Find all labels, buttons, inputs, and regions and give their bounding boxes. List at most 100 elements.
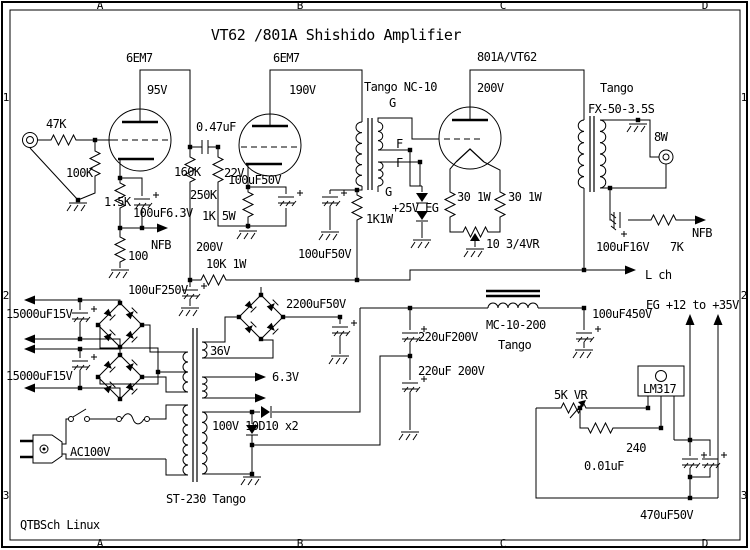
label-100v-10d10: 100V 10D10 x2 bbox=[212, 419, 298, 433]
ground-icon bbox=[236, 230, 258, 240]
label-0.47uf: 0.47uF bbox=[196, 120, 236, 134]
label-240: 240 bbox=[626, 441, 646, 455]
label-200v-plate: 200V bbox=[477, 81, 504, 95]
label-100: 100 bbox=[128, 249, 148, 263]
nc10-secondary-top-coil bbox=[377, 121, 384, 151]
cap-470uf bbox=[701, 451, 728, 469]
resistor-250k bbox=[212, 153, 224, 185]
eg-up-arrow-icon bbox=[713, 314, 723, 325]
label-mc10: MC-10-200 bbox=[486, 318, 546, 332]
bridge-rectifier-3 bbox=[237, 293, 285, 341]
label-36v: 36V bbox=[210, 344, 230, 358]
eg-supply: 2200uF50V LM317 5K VR 240 EG +12 to +35V… bbox=[202, 293, 740, 522]
resistor-1k1w bbox=[351, 191, 363, 223]
l-ch-arrow-icon bbox=[625, 265, 636, 275]
resistor-7k bbox=[647, 214, 679, 226]
resistor-30-1w-right bbox=[494, 188, 506, 220]
label-lm317: LM317 bbox=[643, 382, 676, 396]
row-3-right: 3 bbox=[741, 489, 748, 502]
driver-stage: 0.47uF 160K 22V 250K 6EM7 190V 100uF50V … bbox=[174, 51, 363, 278]
pot-wiper-arrow-icon bbox=[578, 400, 586, 407]
label-220uf-b: 220uF 200V bbox=[418, 364, 485, 378]
label-200v-rail: 200V bbox=[196, 240, 223, 254]
row-2-right: 2 bbox=[741, 289, 748, 302]
ground-icon bbox=[178, 307, 200, 317]
ground-icon bbox=[66, 202, 88, 212]
col-d-top: D bbox=[702, 0, 709, 12]
input-jack-icon bbox=[22, 132, 38, 148]
label-7k: 7K bbox=[670, 240, 685, 254]
label-100uf50v-b: 100uF50V bbox=[298, 247, 351, 261]
st230-36v-winding bbox=[201, 341, 208, 359]
resistor-30-1w-left bbox=[444, 188, 456, 220]
col-c-top: C bbox=[500, 0, 507, 12]
heater-out-arrow-icon bbox=[24, 334, 35, 344]
label-30-1w-b: 30 1W bbox=[508, 190, 542, 204]
label-10k1w: 10K 1W bbox=[206, 257, 247, 271]
label-15000uf-a: 15000uF15V bbox=[6, 307, 73, 321]
resistor-240 bbox=[585, 422, 617, 434]
label-190v: 190V bbox=[289, 83, 316, 97]
ground-icon bbox=[626, 123, 648, 133]
col-c-bottom: C bbox=[500, 537, 507, 550]
ground-icon bbox=[318, 231, 340, 241]
app-name: QTBSch Linux bbox=[20, 518, 100, 532]
row-2-left: 2 bbox=[3, 289, 10, 302]
cap-0.01uf bbox=[681, 451, 708, 469]
nc10-primary-coil bbox=[355, 121, 363, 187]
col-b-bottom: B bbox=[297, 537, 304, 550]
cap-100uf50v-a bbox=[277, 189, 304, 207]
output-transformer: Tango FX-50-3.5S 8W 100uF16V 7K NFB 100u… bbox=[572, 81, 713, 359]
ground-icon bbox=[108, 269, 130, 279]
resistor-1k-5w bbox=[242, 188, 254, 220]
label-10-vr: 10 3/4VR bbox=[486, 237, 540, 251]
fx50-primary-coil bbox=[577, 119, 585, 189]
ground-icon bbox=[572, 349, 594, 359]
st230-heater-winding bbox=[182, 351, 189, 393]
row-3-left: 3 bbox=[3, 489, 10, 502]
label-250k: 250K bbox=[190, 188, 218, 202]
st230-6.3v-winding bbox=[201, 376, 208, 399]
label-tube2: 6EM7 bbox=[273, 51, 300, 65]
eg-up-arrow-icon bbox=[685, 314, 695, 325]
lm317-hole-icon bbox=[655, 370, 667, 382]
label-nfb-1: NFB bbox=[151, 238, 171, 252]
label-g-bottom: G bbox=[385, 185, 392, 199]
nc10-secondary-bottom-coil bbox=[377, 161, 384, 187]
label-g-top: G bbox=[389, 96, 396, 110]
label-22v: 22V bbox=[224, 166, 244, 180]
doubler-diode-series bbox=[260, 405, 272, 419]
pot-wiper-arrow-icon bbox=[470, 233, 480, 241]
label-25v-eg: +25V EG bbox=[392, 201, 439, 215]
output-tube: 801A/VT62 200V 30 1W 30 1W 10 3/4VR bbox=[438, 50, 585, 258]
label-100k: 100K bbox=[66, 166, 94, 180]
label-8w: 8W bbox=[654, 130, 669, 144]
cap-0.47uf bbox=[201, 140, 209, 154]
label-95v: 95V bbox=[147, 83, 167, 97]
heater-supply: 15000uF15V 15000uF15V bbox=[6, 295, 188, 402]
col-a-top: A bbox=[97, 0, 104, 12]
power-switch-icon bbox=[68, 416, 74, 422]
label-5k-vr: 5K VR bbox=[554, 388, 588, 402]
heater-out-arrow-icon bbox=[24, 295, 35, 305]
ground-icon bbox=[328, 355, 350, 365]
st230-100v-winding bbox=[201, 411, 208, 475]
label-fx50: FX-50-3.5S bbox=[588, 102, 655, 116]
label-100uf450v: 100uF450V bbox=[592, 307, 652, 321]
cap-2200uf bbox=[331, 319, 358, 337]
nfb-in-arrow-icon bbox=[157, 223, 168, 233]
label-6.3v: 6.3V bbox=[272, 370, 299, 384]
col-d-bottom: D bbox=[702, 537, 709, 550]
label-f-bottom: F bbox=[396, 156, 403, 170]
fuse-icon bbox=[116, 416, 122, 422]
label-2200uf: 2200uF50V bbox=[286, 297, 346, 311]
st230-primary-winding bbox=[182, 404, 189, 476]
label-470uf: 470uF50V bbox=[640, 508, 693, 522]
choke-filter: MC-10-200 Tango 220uF200V 220uF 200V 100… bbox=[202, 289, 584, 486]
label-tube3: 801A/VT62 bbox=[477, 50, 537, 64]
label-tube1: 6EM7 bbox=[126, 51, 153, 65]
label-100uf16v: 100uF16V bbox=[596, 240, 649, 254]
ground-icon bbox=[410, 239, 432, 249]
